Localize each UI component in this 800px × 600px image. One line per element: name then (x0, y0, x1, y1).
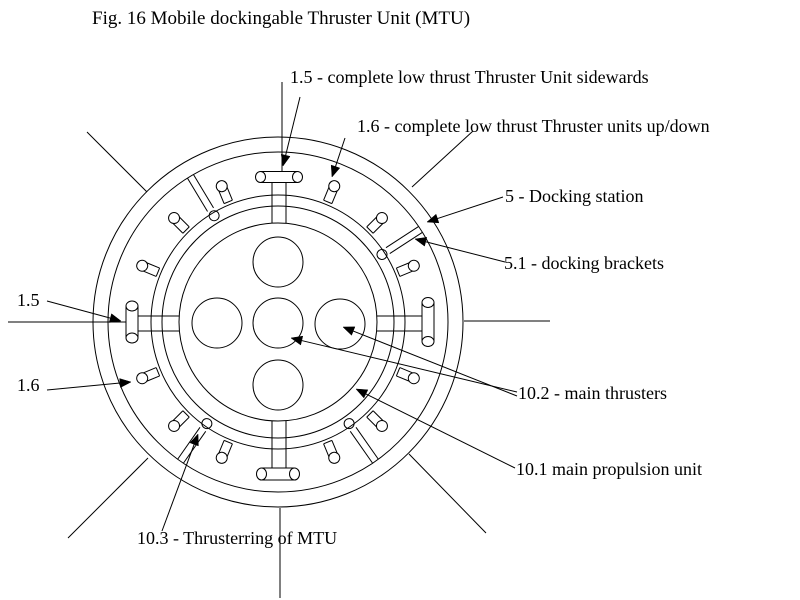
label-1-6-updown-units: 1.6 - complete low thrust Thruster units… (357, 116, 710, 136)
label-10-2-main-thrusters: 10.2 - main thrusters (518, 383, 667, 403)
label-5-docking-station: 5 - Docking station (505, 186, 644, 206)
figure-caption: Fig. 16 Mobile dockingable Thruster Unit… (92, 8, 471, 29)
label-1-5-sidewards-units: 1.5 - complete low thrust Thruster Unit … (290, 67, 649, 87)
label-5-1-docking-brackets: 5.1 - docking brackets (504, 253, 664, 273)
label-1-5-callout: 1.5 (17, 290, 40, 310)
label-1-6-callout: 1.6 (17, 375, 40, 395)
label-10-1-main-propulsion-unit: 10.1 main propulsion unit (516, 459, 702, 479)
label-10-3-thrusterring: 10.3 - Thrusterring of MTU (137, 528, 338, 548)
